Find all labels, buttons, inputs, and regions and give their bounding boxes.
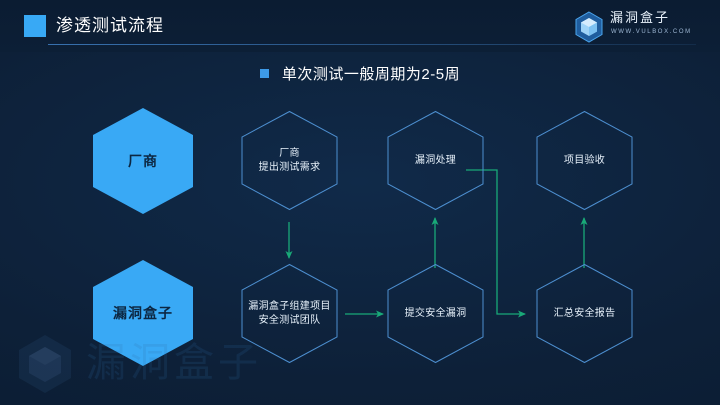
hexagon-shape bbox=[93, 108, 193, 214]
blue-square-icon bbox=[24, 15, 46, 37]
flow-node-vuln-handling-label: 漏洞处理 bbox=[414, 154, 457, 166]
watermark-text: 漏洞盒子 bbox=[86, 341, 262, 385]
hexagon-shape bbox=[536, 110, 633, 211]
role-hex-vendor-label: 厂商 bbox=[128, 153, 158, 169]
hexagon-shape bbox=[93, 260, 193, 366]
logo-wordmark: 漏洞盒子 bbox=[610, 10, 671, 25]
role-hex-vendor[interactable]: 厂商 bbox=[88, 106, 198, 216]
header-divider bbox=[48, 44, 696, 45]
slide-header: 渗透测试流程 漏洞盒子 WWW.VULBOX.COM bbox=[0, 0, 720, 52]
hexagon-shape bbox=[241, 110, 338, 211]
page-title: 渗透测试流程 bbox=[56, 16, 164, 35]
hexagon-cube-watermark-icon bbox=[14, 333, 76, 395]
hexagon-shape bbox=[387, 110, 484, 211]
flow-node-submit-vuln[interactable]: 提交安全漏洞 bbox=[385, 263, 486, 364]
brand-logo: 漏洞盒子 WWW.VULBOX.COM bbox=[574, 8, 704, 44]
flow-node-project-acceptance[interactable]: 项目验收 bbox=[534, 110, 635, 211]
role-hex-vulbox[interactable]: 漏洞盒子 bbox=[88, 258, 198, 368]
flow-node-summary-report[interactable]: 汇总安全报告 bbox=[534, 263, 635, 364]
hexagon-shape bbox=[241, 263, 338, 364]
hexagon-shape bbox=[536, 263, 633, 364]
role-hex-vulbox-label: 漏洞盒子 bbox=[113, 305, 173, 321]
arrow-handle-to-report-elbow bbox=[466, 169, 526, 318]
flow-node-vendor-request-label: 厂商 提出测试需求 bbox=[258, 147, 321, 173]
blue-square-bullet-icon bbox=[259, 68, 269, 78]
hexagon-cube-logo-icon bbox=[574, 11, 604, 43]
brand-watermark: 漏洞盒子 bbox=[8, 325, 278, 397]
flow-node-submit-vuln-label: 提交安全漏洞 bbox=[404, 307, 467, 319]
flow-node-vendor-request[interactable]: 厂商 提出测试需求 bbox=[239, 110, 340, 211]
subtitle-row: 单次测试一般周期为2-5周 bbox=[0, 60, 720, 86]
hexagon-shape bbox=[387, 263, 484, 364]
flow-node-build-team[interactable]: 漏洞盒子组建项目 安全测试团队 bbox=[239, 263, 340, 364]
flow-node-project-acceptance-label: 项目验收 bbox=[563, 154, 606, 166]
subtitle-text: 单次测试一般周期为2-5周 bbox=[281, 65, 461, 83]
flow-node-build-team-label: 漏洞盒子组建项目 安全测试团队 bbox=[248, 300, 331, 326]
logo-url: WWW.VULBOX.COM bbox=[611, 29, 692, 35]
flow-node-summary-report-label: 汇总安全报告 bbox=[553, 307, 616, 319]
flow-node-vuln-handling[interactable]: 漏洞处理 bbox=[385, 110, 486, 211]
